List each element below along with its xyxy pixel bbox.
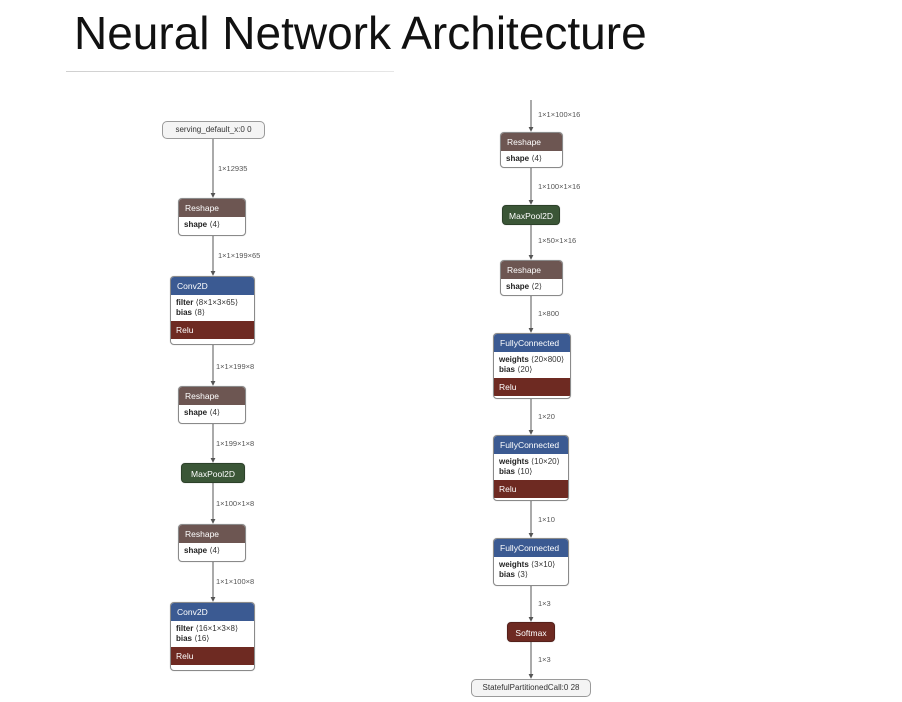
node-title: Reshape — [501, 261, 562, 279]
edge-label: 1×20 — [538, 412, 555, 421]
node-reshape-1[interactable]: Reshape shape ⟨4⟩ — [178, 198, 246, 236]
node-reshape-5[interactable]: Reshape shape ⟨2⟩ — [500, 260, 563, 296]
node-reshape-2[interactable]: Reshape shape ⟨4⟩ — [178, 386, 246, 424]
node-title: Reshape — [179, 199, 245, 217]
attr-value: ⟨4⟩ — [209, 220, 221, 229]
attr-key: bias — [176, 308, 193, 317]
attr-value: ⟨20⟩ — [517, 365, 533, 374]
node-fully-connected-1[interactable]: FullyConnected weights ⟨20×800⟩ bias ⟨20… — [493, 333, 571, 399]
attr-value: ⟨16×1×3×8⟩ — [195, 624, 239, 633]
edge-label: 1×800 — [538, 309, 560, 318]
node-conv2d-1[interactable]: Conv2D filter ⟨8×1×3×65⟩ bias ⟨8⟩ Relu — [170, 276, 255, 345]
attr-key: shape — [184, 546, 208, 555]
title-divider — [66, 71, 394, 72]
attr-value: ⟨10⟩ — [517, 467, 533, 476]
node-conv2d-2[interactable]: Conv2D filter ⟨16×1×3×8⟩ bias ⟨16⟩ Relu — [170, 602, 255, 671]
input-node[interactable]: serving_default_x:0 0 — [162, 121, 265, 139]
edge-label: 1×50×1×16 — [538, 236, 577, 245]
attr-value: ⟨8⟩ — [194, 308, 205, 317]
edge-label: 1×1×100×16 — [538, 110, 581, 119]
node-title: FullyConnected — [494, 436, 568, 454]
edge-label: 1×10 — [538, 515, 555, 524]
node-title: Conv2D — [171, 603, 254, 621]
edge-label: 1×100×1×8 — [216, 499, 255, 508]
edge-label: 1×1×199×8 — [216, 362, 255, 371]
node-title: Conv2D — [171, 277, 254, 295]
node-fully-connected-2[interactable]: FullyConnected weights ⟨10×20⟩ bias ⟨10⟩… — [493, 435, 569, 501]
attr-value: ⟨10×20⟩ — [531, 457, 560, 466]
edge-label: 1×1×199×65 — [218, 251, 261, 260]
edge-label: 1×3 — [538, 655, 551, 664]
node-activation: Relu — [171, 647, 254, 665]
attr-key: bias — [499, 570, 516, 579]
attr-key: shape — [506, 154, 530, 163]
attr-value: ⟨4⟩ — [209, 546, 221, 555]
node-reshape-4[interactable]: Reshape shape ⟨4⟩ — [500, 132, 563, 168]
attr-value: ⟨4⟩ — [531, 154, 543, 163]
attr-value: ⟨8×1×3×65⟩ — [195, 298, 239, 307]
attr-value: ⟨3×10⟩ — [531, 560, 556, 569]
node-title: FullyConnected — [494, 539, 568, 557]
node-title: FullyConnected — [494, 334, 570, 352]
node-activation: Relu — [494, 378, 570, 396]
node-softmax[interactable]: Softmax — [507, 622, 555, 642]
output-node[interactable]: StatefulPartitionedCall:0 28 — [471, 679, 591, 697]
attr-value: ⟨4⟩ — [209, 408, 221, 417]
attr-key: shape — [506, 282, 530, 291]
node-title: Reshape — [179, 525, 245, 543]
attr-key: weights — [499, 457, 529, 466]
attr-key: shape — [184, 220, 208, 229]
attr-key: shape — [184, 408, 208, 417]
attr-key: bias — [499, 365, 516, 374]
node-fully-connected-3[interactable]: FullyConnected weights ⟨3×10⟩ bias ⟨3⟩ — [493, 538, 569, 586]
edge-label: 1×3 — [538, 599, 551, 608]
node-reshape-3[interactable]: Reshape shape ⟨4⟩ — [178, 524, 246, 562]
edge-label: 1×199×1×8 — [216, 439, 255, 448]
attr-value: ⟨3⟩ — [517, 570, 528, 579]
edge-label: 1×1×100×8 — [216, 577, 255, 586]
attr-key: bias — [176, 634, 193, 643]
edge-label: 1×12935 — [218, 164, 248, 173]
attr-key: filter — [176, 298, 194, 307]
attr-key: weights — [499, 355, 529, 364]
edge-label: 1×100×1×16 — [538, 182, 581, 191]
attr-key: weights — [499, 560, 529, 569]
node-title: Reshape — [501, 133, 562, 151]
node-maxpool-1[interactable]: MaxPool2D — [181, 463, 245, 483]
output-node-label: StatefulPartitionedCall:0 28 — [482, 683, 580, 692]
attr-key: bias — [499, 467, 516, 476]
attr-value: ⟨2⟩ — [531, 282, 543, 291]
node-title: Reshape — [179, 387, 245, 405]
page-title: Neural Network Architecture — [74, 7, 647, 59]
attr-value: ⟨20×800⟩ — [531, 355, 565, 364]
node-maxpool-2[interactable]: MaxPool2D — [502, 205, 560, 225]
node-activation: Relu — [494, 480, 568, 498]
node-activation: Relu — [171, 321, 254, 339]
input-node-label: serving_default_x:0 0 — [175, 125, 252, 134]
attr-value: ⟨16⟩ — [194, 634, 210, 643]
attr-key: filter — [176, 624, 194, 633]
